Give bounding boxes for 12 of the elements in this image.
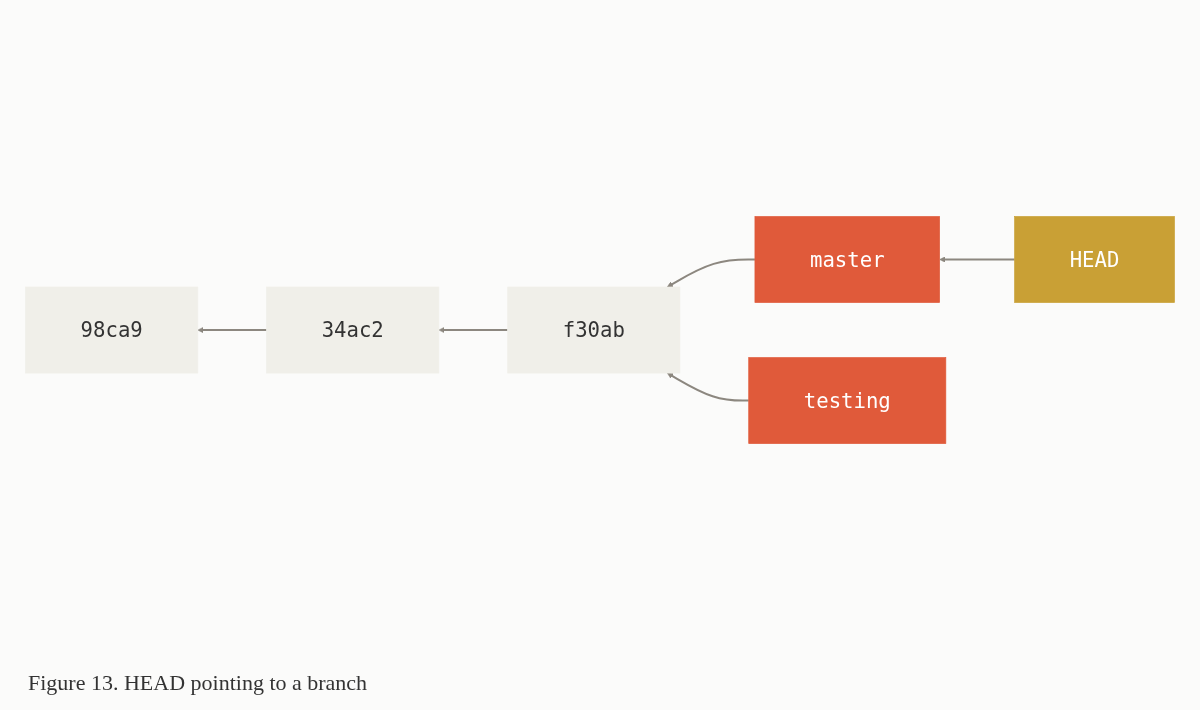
arrow <box>197 326 267 334</box>
node-box: 34ac2 <box>266 286 440 374</box>
figure-caption: Figure 13. HEAD pointing to a branch <box>28 670 368 696</box>
arrow <box>667 258 755 288</box>
arrow <box>667 372 749 402</box>
node-box: 98ca9 <box>25 286 199 374</box>
node-box: testing <box>748 357 947 444</box>
node-box: master <box>754 216 940 303</box>
node-box: HEAD <box>1014 216 1175 303</box>
node-box: f30ab <box>507 286 681 374</box>
arrow <box>438 326 508 334</box>
arrow <box>939 256 1015 263</box>
